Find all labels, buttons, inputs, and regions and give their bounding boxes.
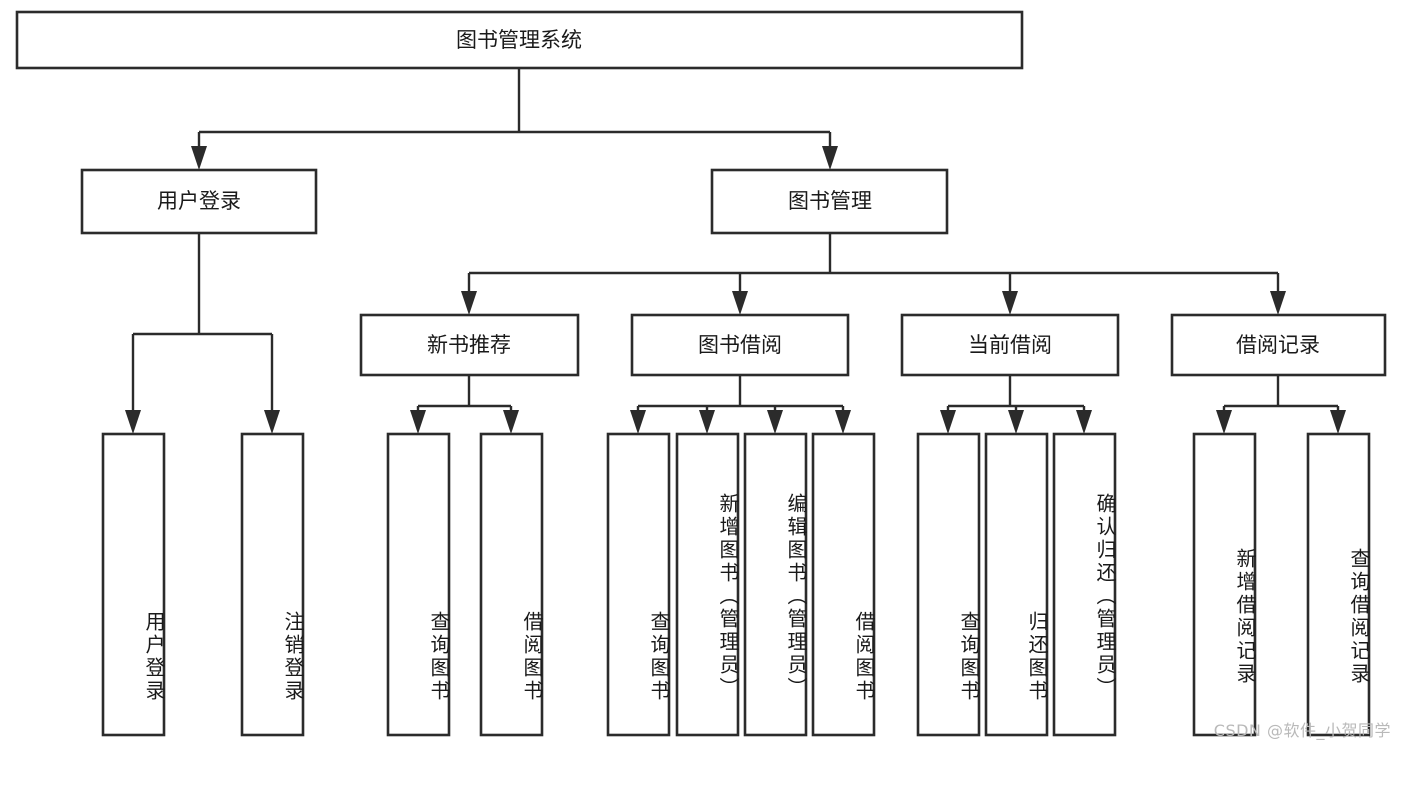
- arrow-head-leaf-logout: [264, 410, 280, 434]
- node-leaf-add-book[interactable]: [675, 432, 740, 737]
- arrow-head-new-book-recommend: [461, 291, 477, 315]
- arrow-head-leaf-borrow-book-2: [835, 410, 851, 434]
- node-leaf-user-login[interactable]: [101, 432, 166, 737]
- node-book-borrow-label: 图书借阅: [698, 333, 782, 357]
- diagram-canvas: 图书管理系统 用户登录 图书管理 新书推荐 图书借阅 当前借阅 借阅记录 用户登…: [15, 10, 1391, 740]
- node-book-borrow[interactable]: [630, 313, 850, 377]
- arrow-head-leaf-confirm-return: [1076, 410, 1092, 434]
- arrow-head-leaf-borrow-book-1: [503, 410, 519, 434]
- connector-group-root: [191, 69, 838, 170]
- node-book-management-label: 图书管理: [788, 189, 872, 213]
- node-leaf-query-book-1[interactable]: [386, 432, 451, 737]
- node-root-label: 图书管理系统: [456, 28, 582, 52]
- arrow-head-borrow-record: [1270, 291, 1286, 315]
- node-borrow-record-label: 借阅记录: [1236, 333, 1320, 357]
- node-leaf-confirm-return[interactable]: [1052, 432, 1117, 737]
- node-root[interactable]: [15, 10, 1024, 70]
- arrow-head-leaf-return-book: [1008, 410, 1024, 434]
- node-user-login[interactable]: [80, 168, 318, 235]
- node-new-book-recommend[interactable]: [359, 313, 580, 377]
- connector-group-current-borrow: [940, 375, 1092, 434]
- arrow-head-current-borrow: [1002, 291, 1018, 315]
- connector-group-new-book-recommend: [410, 375, 519, 434]
- arrow-head-leaf-query-book-3: [940, 410, 956, 434]
- node-leaf-query-book-3[interactable]: [916, 432, 981, 737]
- arrow-head-leaf-add-record: [1216, 410, 1232, 434]
- arrow-head-book-borrow: [732, 291, 748, 315]
- node-book-management[interactable]: [710, 168, 949, 235]
- arrow-head-leaf-query-book-1: [410, 410, 426, 434]
- node-leaf-return-book[interactable]: [984, 432, 1049, 737]
- node-leaf-query-record[interactable]: [1306, 432, 1371, 737]
- node-leaf-query-book-2[interactable]: [606, 432, 671, 737]
- connector-group-book-borrow: [630, 375, 851, 434]
- node-leaf-logout[interactable]: [240, 432, 305, 737]
- connector-group-user-login: [125, 233, 280, 434]
- node-borrow-record[interactable]: [1170, 313, 1387, 377]
- arrow-head-user-login: [191, 146, 207, 170]
- arrow-head-book-management: [822, 146, 838, 170]
- watermark-text: CSDN @软件_小贺同学: [1213, 721, 1391, 740]
- node-current-borrow-label: 当前借阅: [968, 333, 1052, 357]
- node-leaf-add-record[interactable]: [1192, 432, 1257, 737]
- node-current-borrow[interactable]: [900, 313, 1120, 377]
- connector-group-borrow-record: [1216, 375, 1346, 434]
- connector-group-book-management: [461, 233, 1286, 315]
- arrow-head-leaf-add-book: [699, 410, 715, 434]
- arrow-head-leaf-user-login: [125, 410, 141, 434]
- node-new-book-recommend-label: 新书推荐: [427, 333, 511, 357]
- arrow-head-leaf-query-record: [1330, 410, 1346, 434]
- arrow-head-leaf-edit-book: [767, 410, 783, 434]
- node-leaf-edit-book[interactable]: [743, 432, 808, 737]
- node-leaf-borrow-book-2[interactable]: [811, 432, 876, 737]
- node-user-login-label: 用户登录: [157, 189, 241, 213]
- arrow-head-leaf-query-book-2: [630, 410, 646, 434]
- tree-diagram-svg: 图书管理系统 用户登录 图书管理 新书推荐 图书借阅 当前借阅 借阅记录: [15, 10, 1387, 737]
- node-leaf-borrow-book-1[interactable]: [479, 432, 544, 737]
